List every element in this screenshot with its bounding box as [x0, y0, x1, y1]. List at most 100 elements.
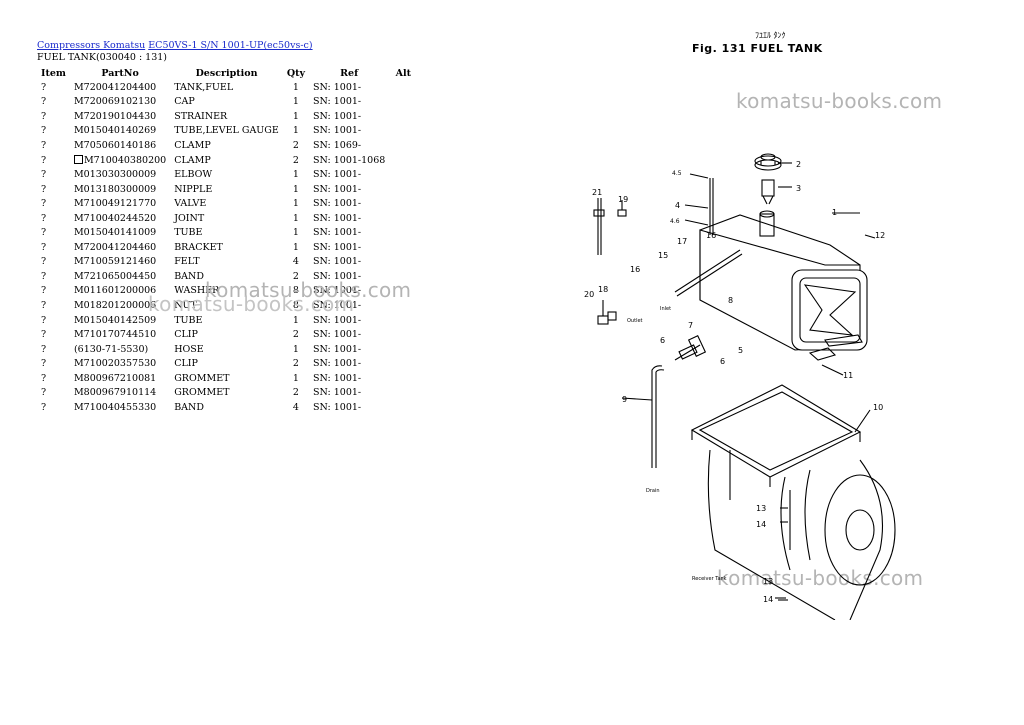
cell-qty: 1: [283, 342, 309, 357]
cell-partno: M710049121770: [70, 196, 170, 211]
cell-alt: [389, 211, 417, 226]
cell-qty: 2: [283, 269, 309, 284]
cell-description: CLIP: [170, 327, 283, 342]
cell-ref: SN: 1001-: [309, 95, 389, 110]
cell-item-text: ?: [41, 139, 47, 151]
cell-partno-text: M015040140269: [73, 125, 157, 137]
cell-qty: 1: [283, 182, 309, 197]
cell-ref-text: SN: 1001-: [313, 198, 362, 210]
cell-partno: M705060140186: [70, 138, 170, 153]
callout-17: 17: [677, 237, 687, 246]
cell-description-text: CLAMP: [174, 139, 211, 151]
parts-table: Item PartNo Description Qty Ref Alt ?M72…: [37, 66, 417, 415]
cell-qty-text: 1: [292, 198, 299, 210]
cell-ref: SN: 1001-: [309, 196, 389, 211]
cell-description: GROMMET: [170, 371, 283, 386]
cell-qty-text: 1: [292, 96, 299, 108]
cell-qty: 2: [283, 153, 309, 168]
cell-item: ?: [37, 167, 70, 182]
cell-alt: [389, 371, 417, 386]
cell-partno-text: M800967210081: [73, 372, 157, 384]
watermark-text: komatsu-books.com: [717, 566, 924, 590]
cell-qty-text: 1: [292, 110, 299, 122]
header-item: Item: [41, 67, 66, 79]
cell-partno: (6130-71-5530): [70, 342, 170, 357]
cell-qty-text: 1: [292, 125, 299, 137]
cell-item-text: ?: [41, 81, 47, 93]
cell-description: CLAMP: [170, 138, 283, 153]
cell-qty: 1: [283, 167, 309, 182]
page-subtitle: FUEL TANK(030040 : 131): [37, 52, 167, 63]
cell-description-text: GROMMET: [174, 387, 230, 399]
cell-partno-text: M710020357530: [73, 358, 157, 370]
cell-partno-text: M720069102130: [73, 96, 157, 108]
cell-description: ELBOW: [170, 167, 283, 182]
breadcrumb-link-model[interactable]: EC50VS-1 S/N 1001-UP(ec50vs-c): [148, 40, 313, 51]
breadcrumb-link-compressors[interactable]: Compressors Komatsu: [37, 40, 146, 51]
cell-item: ?: [37, 356, 70, 371]
cell-partno: M013030300009: [70, 167, 170, 182]
cell-ref-text: SN: 1001-: [313, 270, 362, 282]
cell-item-text: ?: [41, 401, 47, 413]
cell-partno: M720190104430: [70, 109, 170, 124]
cell-alt: [389, 356, 417, 371]
cell-item: ?: [37, 138, 70, 153]
cell-ref-text: SN: 1001-: [313, 299, 362, 311]
label-drain: Drain: [646, 488, 660, 494]
cell-item-text: ?: [41, 285, 47, 297]
cell-qty: 1: [283, 225, 309, 240]
cell-item-text: ?: [41, 358, 47, 370]
cell-alt: [389, 327, 417, 342]
cell-item-text: ?: [41, 198, 47, 210]
cell-qty-text: 1: [292, 372, 299, 384]
cell-item: ?: [37, 196, 70, 211]
cell-description: TUBE: [170, 313, 283, 328]
callout-15: 15: [658, 251, 668, 260]
cell-ref: SN: 1001-: [309, 327, 389, 342]
cell-partno: M013180300009: [70, 182, 170, 197]
cell-qty-text: 2: [292, 154, 299, 166]
callout-1: 1: [832, 208, 837, 217]
cell-partno: M015040140269: [70, 124, 170, 139]
cell-ref: SN: 1001-: [309, 284, 389, 299]
cell-partno: M710170744510: [70, 327, 170, 342]
cell-item-text: ?: [41, 96, 47, 108]
callout-6: 6: [660, 336, 665, 345]
cell-description: STRAINER: [170, 109, 283, 124]
cell-partno-text: M705060140186: [73, 139, 157, 151]
bolt-shapes: [593, 198, 627, 325]
cell-qty: 8: [283, 298, 309, 313]
checkbox-icon[interactable]: [73, 154, 83, 164]
cell-item: ?: [37, 109, 70, 124]
cell-ref-text: SN: 1069-: [313, 139, 362, 151]
cell-partno: M011601200006: [70, 284, 170, 299]
cell-description: FELT: [170, 255, 283, 270]
cell-item: ?: [37, 327, 70, 342]
drain-hose-shape: [651, 365, 665, 468]
table-header-row: Item PartNo Description Qty Ref Alt: [37, 66, 417, 80]
cell-partno: M710059121460: [70, 255, 170, 270]
cell-partno-text: M710040244520: [73, 212, 157, 224]
callout-19: 19: [618, 195, 628, 204]
cell-alt: [389, 95, 417, 110]
callout-13a: 13: [756, 504, 766, 513]
cell-qty: 4: [283, 255, 309, 270]
cell-partno: M018201200006: [70, 298, 170, 313]
cell-qty-text: 2: [292, 358, 299, 370]
cell-description-text: ELBOW: [174, 169, 213, 181]
cell-partno-text: M013180300009: [73, 183, 157, 195]
cell-item: ?: [37, 182, 70, 197]
callout-2: 2: [796, 160, 801, 169]
cell-partno: M720041204400: [70, 80, 170, 95]
figure-title: Fig. 131 FUEL TANK: [692, 42, 823, 55]
cell-qty-text: 2: [292, 329, 299, 341]
cell-item-text: ?: [41, 343, 47, 355]
cell-description-text: BRACKET: [174, 241, 223, 253]
fuel-tank-diagram: 2 3 4.5 4 4.6 1 12 16 17 15 16 21 19 18 …: [584, 153, 896, 620]
cell-item-text: ?: [41, 125, 47, 137]
cell-item: ?: [37, 371, 70, 386]
cell-description: WASHER: [170, 284, 283, 299]
